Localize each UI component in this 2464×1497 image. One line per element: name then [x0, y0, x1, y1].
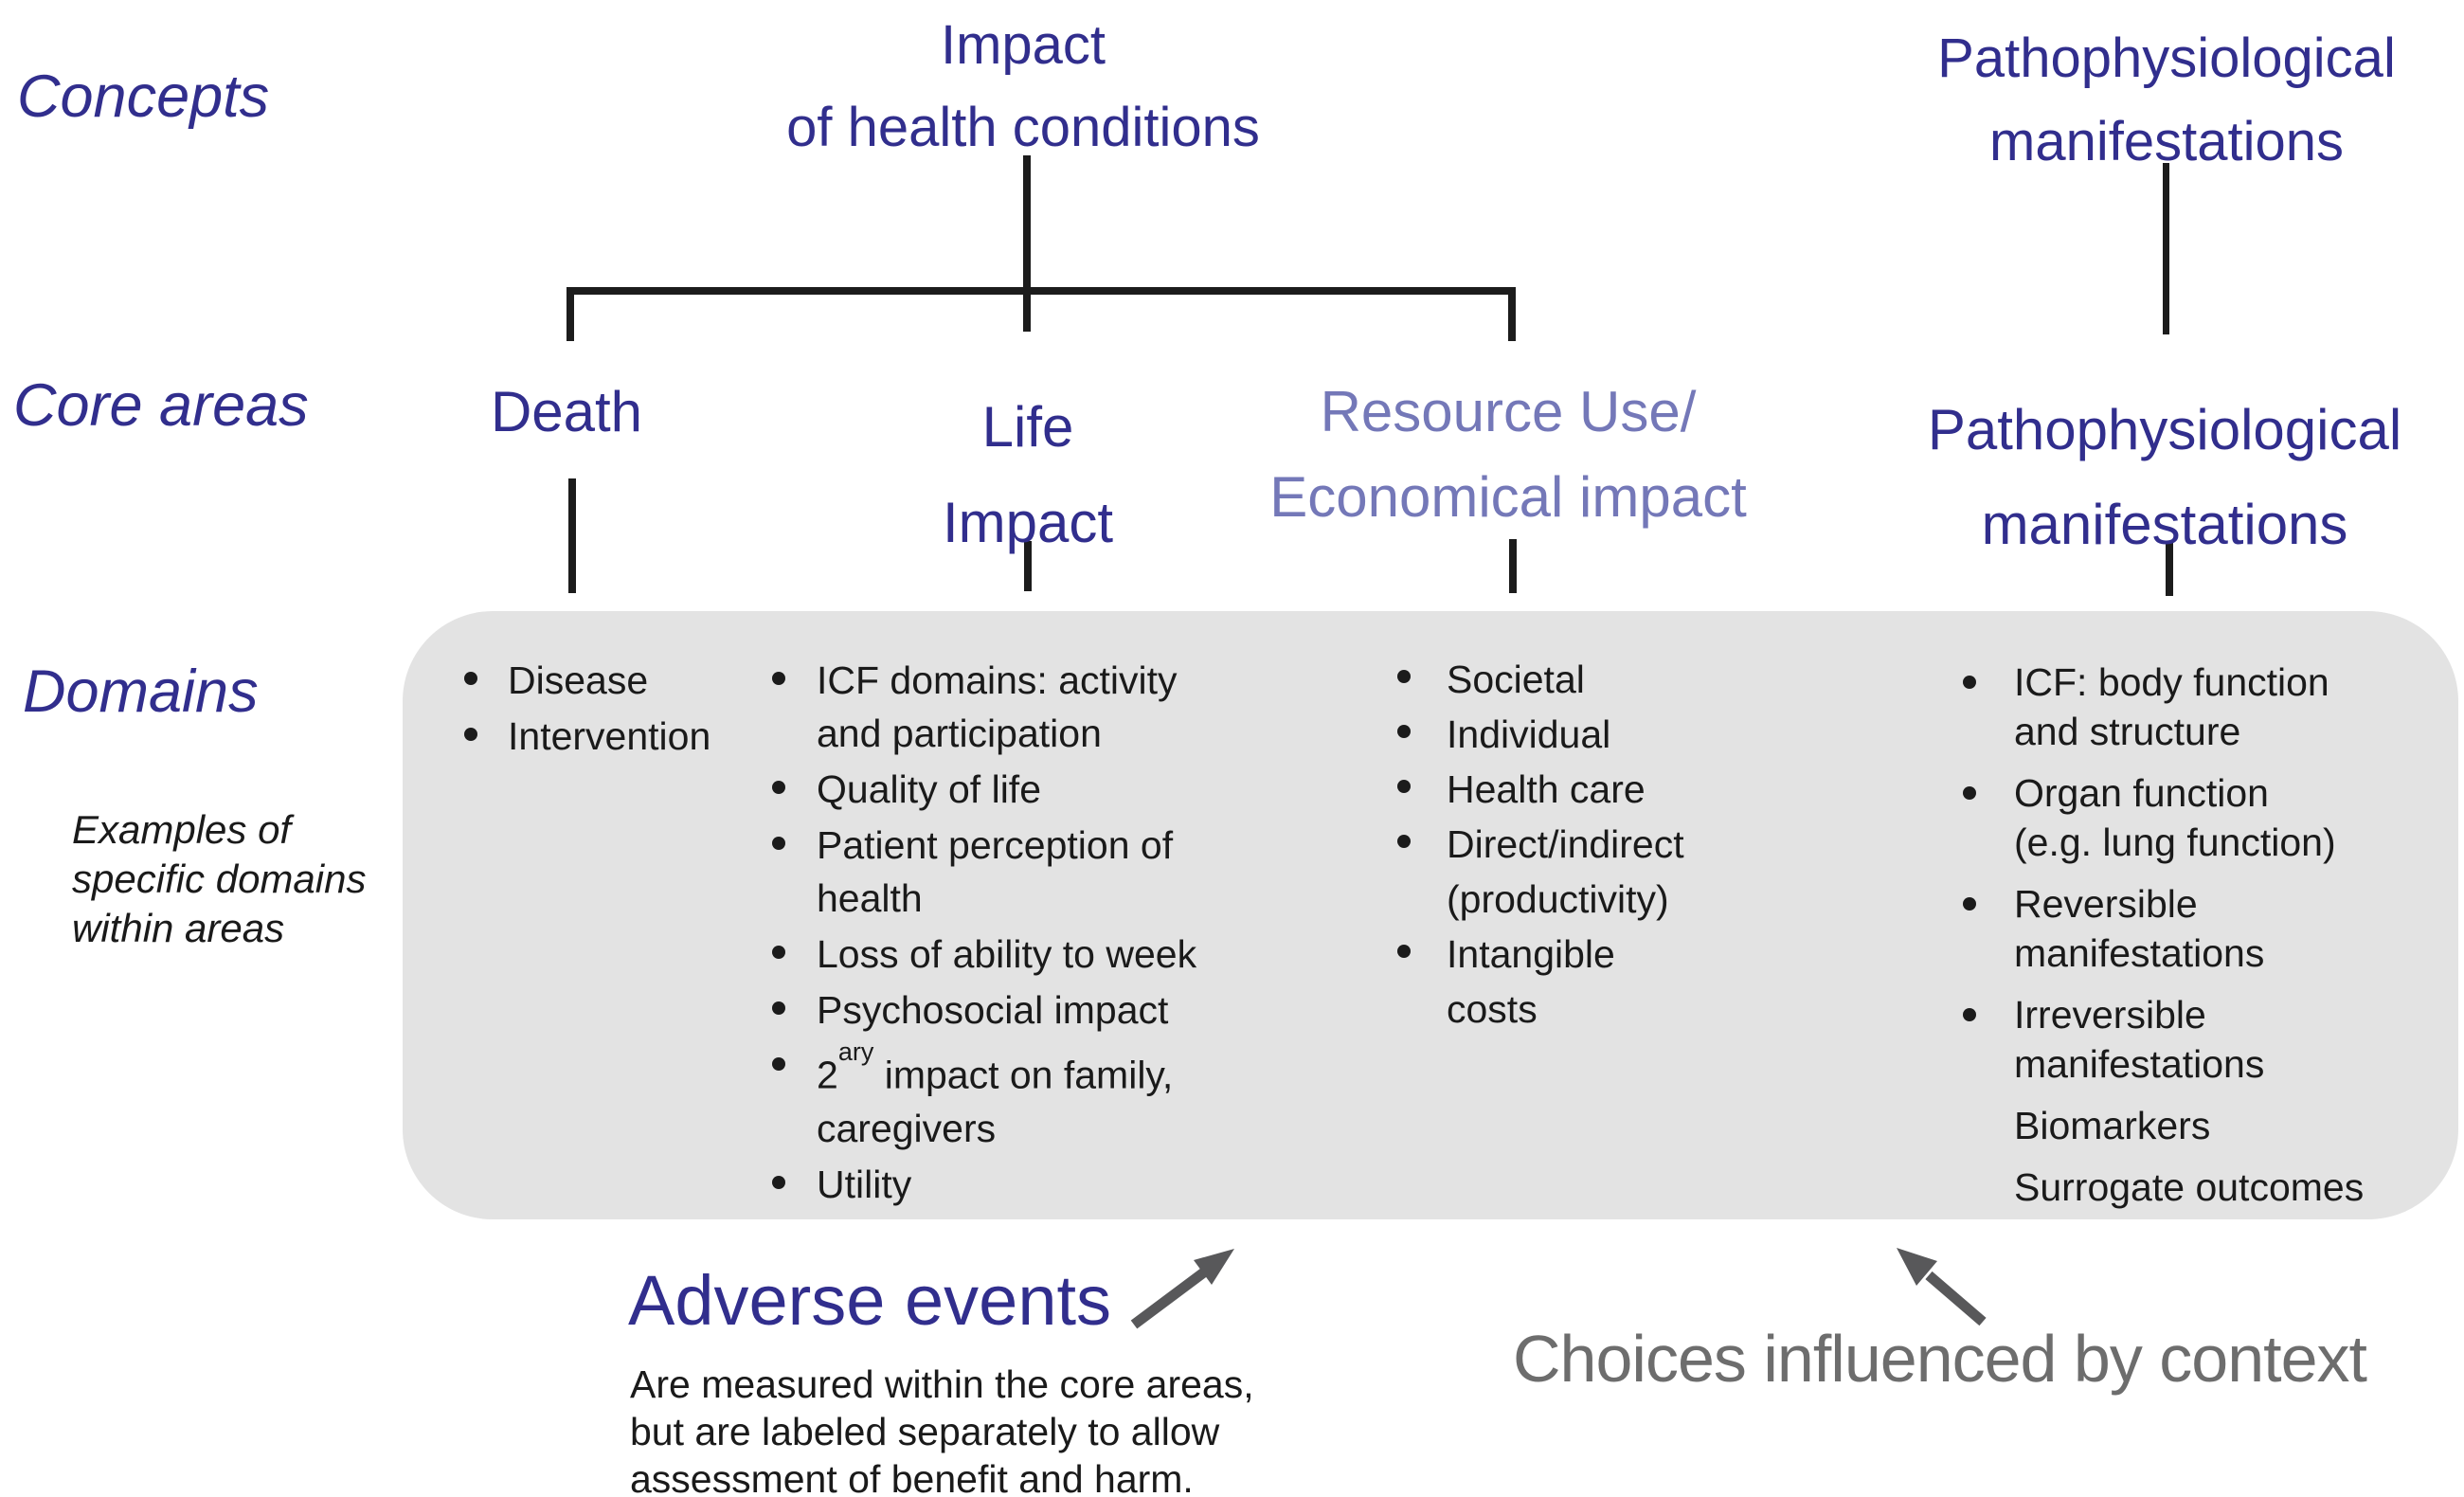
- core-area-pathophysiological-title: Pathophysiological manifestations: [1857, 383, 2464, 572]
- list-item-line: ICF domains: activity: [817, 658, 1178, 702]
- list-item: Reversible manifestations: [1963, 879, 2364, 978]
- list-item-line: (productivity): [1447, 877, 1669, 921]
- adverse-caption-line3: assessment of benefit and harm.: [630, 1457, 1194, 1497]
- list-item: Patient perception of health: [772, 819, 1196, 925]
- patho-concept-line1: Pathophysiological: [1937, 27, 2396, 89]
- list-item: Surrogate outcomes: [1963, 1163, 2364, 1212]
- patho-core-line2: manifestations: [1981, 493, 2348, 556]
- patho-core-connector-line: [2166, 541, 2173, 596]
- list-item-line: Surrogate outcomes: [2014, 1165, 2365, 1209]
- core-area-life-impact-title: Life Impact: [886, 379, 1170, 570]
- list-item-line: Intervention: [508, 714, 711, 758]
- impact-of-health-conditions-title: Impact of health conditions: [644, 4, 1402, 169]
- list-item: ICF domains: activity and participation: [772, 654, 1196, 760]
- pathophysiological-concept-title: Pathophysiological manifestations: [1859, 17, 2464, 184]
- examples-note-line1: Examples of: [72, 807, 292, 852]
- tree-left-tick-line: [567, 287, 574, 341]
- list-item: Direct/indirect (productivity): [1397, 817, 1684, 927]
- list-item-line: Societal: [1447, 658, 1585, 701]
- tree-crossbar-line: [567, 287, 1516, 295]
- list-item-line: ICF: body function: [2014, 660, 2329, 704]
- adverse-caption-line2: but are labeled separately to allow: [630, 1410, 1220, 1453]
- adverse-events-arrow-icon: [1130, 1249, 1234, 1329]
- list-item-line: Utility: [817, 1162, 912, 1206]
- death-connector-line: [568, 478, 576, 593]
- list-item-line: and participation: [817, 712, 1102, 755]
- list-item: ICF: body function and structure: [1963, 658, 2364, 756]
- list-item-line: Biomarkers: [2014, 1104, 2211, 1147]
- list-item: Organ function (e.g. lung function): [1963, 768, 2364, 867]
- patho-core-line1: Pathophysiological: [1927, 398, 2402, 461]
- list-item-line: Disease: [508, 658, 649, 702]
- life-title-line1: Life: [981, 395, 1074, 459]
- list-item: Societal: [1397, 652, 1684, 707]
- list-item: Health care: [1397, 762, 1684, 817]
- patho-concept-line2: manifestations: [1989, 111, 2344, 172]
- resource-title-line2: Economical impact: [1269, 465, 1747, 529]
- list-item-line: Patient perception of: [817, 823, 1174, 867]
- domains-panel: [403, 611, 2458, 1219]
- list-item-line: Individual: [1447, 712, 1611, 756]
- resource-use-connector-line: [1509, 539, 1517, 593]
- list-item: 2ary impact on family, caregivers: [772, 1037, 1196, 1155]
- list-item-line: Loss of ability to week: [817, 932, 1197, 976]
- patho-concept-connector-line: [2163, 163, 2169, 334]
- death-title-text: Death: [490, 380, 643, 443]
- list-item-line: Reversible: [2014, 882, 2198, 926]
- life-impact-connector-line: [1024, 541, 1032, 591]
- core-areas-row-label: Core areas: [13, 372, 309, 439]
- list-item-line: costs: [1447, 987, 1538, 1031]
- list-item: Disease: [464, 654, 710, 707]
- list-item-line: and structure: [2014, 710, 2241, 753]
- adverse-events-caption: Are measured within the core areas, but …: [630, 1361, 1254, 1497]
- examples-note: Examples of specific domains within area…: [72, 805, 366, 953]
- resource-title-line1: Resource Use/: [1320, 380, 1697, 443]
- concepts-row-label: Concepts: [17, 63, 270, 130]
- choices-influenced-by-context-label: Choices influenced by context: [1513, 1322, 2367, 1396]
- list-item-line: Intangible: [1447, 932, 1615, 976]
- domains-row-label: Domains: [23, 658, 259, 725]
- list-item: Psychosocial impact: [772, 983, 1196, 1037]
- choices-context-arrow-icon: [1897, 1248, 1987, 1326]
- list-item: Irreversible manifestations: [1963, 990, 2364, 1089]
- core-area-death-title: Death: [424, 379, 709, 445]
- adverse-caption-line1: Are measured within the core areas,: [630, 1362, 1254, 1406]
- list-item-line: manifestations: [2014, 931, 2265, 975]
- list-item-line: Irreversible: [2014, 993, 2206, 1037]
- list-item: Biomarkers: [1963, 1101, 2364, 1150]
- list-item-line: Psychosocial impact: [817, 988, 1169, 1032]
- examples-note-line2: specific domains: [72, 857, 367, 901]
- superscript-text: ary: [837, 1037, 874, 1066]
- examples-note-line3: within areas: [72, 906, 285, 950]
- impact-title-connector-line: [1023, 155, 1031, 332]
- adverse-events-label: Adverse events: [628, 1261, 1112, 1340]
- impact-title-line1: Impact: [940, 14, 1106, 76]
- list-item-line: (e.g. lung function): [2014, 821, 2336, 864]
- list-item-line: 2ary impact on family,: [817, 1037, 1174, 1097]
- list-item-line: caregivers: [817, 1106, 997, 1150]
- list-item-line: health: [817, 876, 923, 920]
- tree-right-tick-line: [1508, 287, 1516, 341]
- list-item: Intervention: [464, 710, 710, 763]
- impact-title-line2: of health conditions: [786, 97, 1260, 158]
- list-item: Utility: [772, 1158, 1196, 1211]
- list-item: Intangible costs: [1397, 927, 1684, 1037]
- list-item-line: Organ function: [2014, 771, 2269, 815]
- core-area-resource-use-title: Resource Use/ Economical impact: [1205, 370, 1811, 540]
- list-item: Quality of life: [772, 763, 1196, 816]
- life-title-line2: Impact: [942, 491, 1114, 554]
- list-item-line: Health care: [1447, 767, 1646, 811]
- list-item: Individual: [1397, 707, 1684, 762]
- list-item-line: Quality of life: [817, 767, 1041, 811]
- list-item: Loss of ability to week: [772, 928, 1196, 981]
- list-item-line: manifestations: [2014, 1042, 2265, 1086]
- list-item-line: Direct/indirect: [1447, 822, 1684, 866]
